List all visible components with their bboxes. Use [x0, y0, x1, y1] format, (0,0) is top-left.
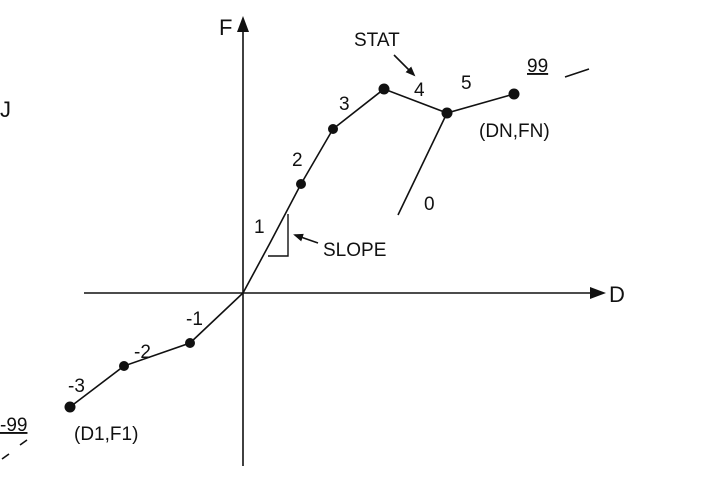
slope-arrow-icon	[293, 233, 319, 244]
segment-label: 5	[461, 73, 472, 94]
unload-line	[397, 112, 448, 216]
unload-label: 0	[424, 194, 435, 215]
curve-line	[69, 88, 515, 408]
segment-label: 2	[292, 150, 303, 171]
curve-extension-start-2	[1, 453, 10, 460]
slope-callout: SLOPE	[323, 240, 386, 261]
stat-arrow-icon	[393, 54, 416, 77]
curve-extension-start-1	[19, 439, 28, 446]
curve-point	[378, 83, 390, 95]
segment-label: -99	[0, 415, 27, 436]
curve-point	[328, 124, 338, 134]
segment-label: -3	[68, 376, 85, 397]
segment-label: 99	[527, 56, 548, 77]
segment-label: 3	[339, 94, 350, 115]
start-point-label: (D1,F1)	[74, 424, 138, 445]
curve-point	[441, 107, 453, 119]
curve-point	[296, 179, 306, 189]
segment-label: 1	[254, 217, 265, 238]
curve-point	[185, 338, 195, 348]
x-axis-label: D	[609, 282, 625, 307]
segment-label: -2	[134, 342, 151, 363]
y-axis-label: F	[219, 15, 232, 40]
segment-label: 4	[414, 80, 425, 101]
y-axis-arrow-icon	[237, 16, 249, 32]
curve-extension-end	[564, 68, 590, 78]
side-label: J	[0, 97, 11, 122]
curve-point	[119, 361, 129, 371]
slope-triangle	[268, 214, 289, 257]
stat-callout: STAT	[354, 30, 400, 51]
x-axis-arrow-icon	[590, 287, 606, 299]
curve-point	[64, 401, 76, 413]
curve-point	[508, 88, 520, 100]
segment-label: -1	[186, 309, 203, 330]
end-point-label: (DN,FN)	[479, 121, 550, 142]
